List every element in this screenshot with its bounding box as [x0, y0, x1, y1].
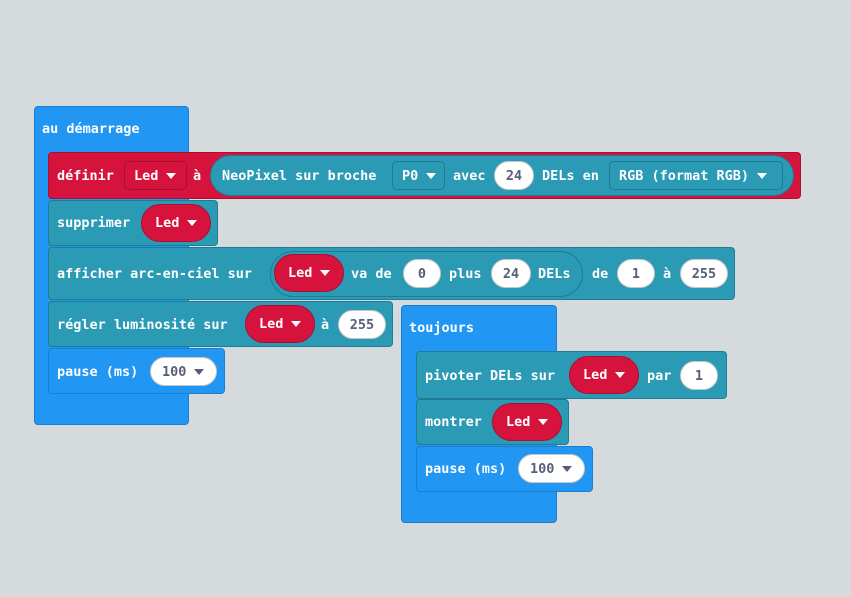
rainbow-label: afficher arc-en-ciel sur [57, 266, 253, 282]
mode-dropdown[interactable]: RGB (format RGB) [609, 161, 783, 190]
show-led-variable[interactable]: Led [492, 403, 562, 441]
leds-in-label: DELs en [542, 168, 599, 184]
plus-label: plus [449, 266, 482, 282]
rotate-led-label: Led [583, 367, 608, 383]
pause-block-forever[interactable] [416, 446, 593, 492]
hue-from-label: de [592, 266, 609, 282]
pin-dropdown-label: P0 [402, 167, 419, 184]
pause-label-start: pause (ms) [57, 364, 139, 380]
forever-label: toujours [409, 320, 475, 336]
variable-dropdown-label: Led [134, 167, 159, 184]
pin-dropdown[interactable]: P0 [392, 161, 445, 190]
with-label: avec [453, 168, 486, 184]
mode-dropdown-label: RGB (format RGB) [619, 167, 750, 184]
brightness-to-label: à [321, 317, 330, 333]
rainbow-led-label: Led [288, 265, 313, 281]
neopixel-label: NeoPixel sur broche [222, 168, 377, 184]
hue-end-input[interactable]: 255 [680, 259, 728, 288]
show-led-label: Led [506, 414, 531, 430]
on-start-label: au démarrage [42, 121, 140, 137]
led-count-input[interactable]: 24 [494, 161, 534, 190]
brightness-led-variable[interactable]: Led [245, 305, 315, 343]
set-label: définir [57, 168, 114, 184]
brightness-label: régler luminosité sur [57, 317, 228, 333]
caret-down-icon [166, 172, 177, 179]
set-brightness-block[interactable] [48, 301, 393, 347]
caret-down-icon [291, 321, 302, 327]
show-label: montrer [425, 414, 482, 430]
pause-value-start[interactable]: 100 [150, 357, 217, 386]
caret-down-icon [320, 270, 331, 276]
set-to-label: à [193, 168, 202, 184]
caret-down-icon [615, 372, 626, 378]
clear-label: supprimer [57, 215, 131, 231]
caret-down-icon [538, 419, 549, 425]
clear-led-variable[interactable]: Led [141, 204, 211, 242]
brightness-led-label: Led [259, 316, 284, 332]
range-length-input[interactable]: 24 [491, 259, 531, 288]
hue-to-label: à [663, 266, 672, 282]
rotate-led-variable[interactable]: Led [569, 356, 639, 394]
pause-value-start-label: 100 [162, 363, 187, 380]
pause-value-forever-label: 100 [530, 460, 555, 477]
caret-down-icon [426, 172, 437, 179]
caret-down-icon [187, 220, 198, 226]
pause-label-forever: pause (ms) [425, 461, 507, 477]
caret-down-icon [757, 172, 768, 179]
range-from-label: va de [351, 266, 392, 282]
clear-led-label: Led [155, 215, 180, 231]
brightness-value-input[interactable]: 255 [338, 310, 386, 339]
rainbow-led-variable[interactable]: Led [274, 254, 344, 292]
hue-start-input[interactable]: 1 [617, 259, 655, 288]
caret-down-icon [562, 465, 573, 472]
variable-dropdown-led[interactable]: Led [124, 161, 187, 190]
pause-value-forever[interactable]: 100 [518, 454, 585, 483]
rotate-value-input[interactable]: 1 [680, 361, 718, 390]
rotate-by-label: par [647, 368, 672, 384]
rotate-label: pivoter DELs sur [425, 368, 556, 384]
caret-down-icon [194, 368, 205, 375]
range-start-input[interactable]: 0 [403, 259, 441, 288]
leds-label: DELs [538, 266, 571, 282]
